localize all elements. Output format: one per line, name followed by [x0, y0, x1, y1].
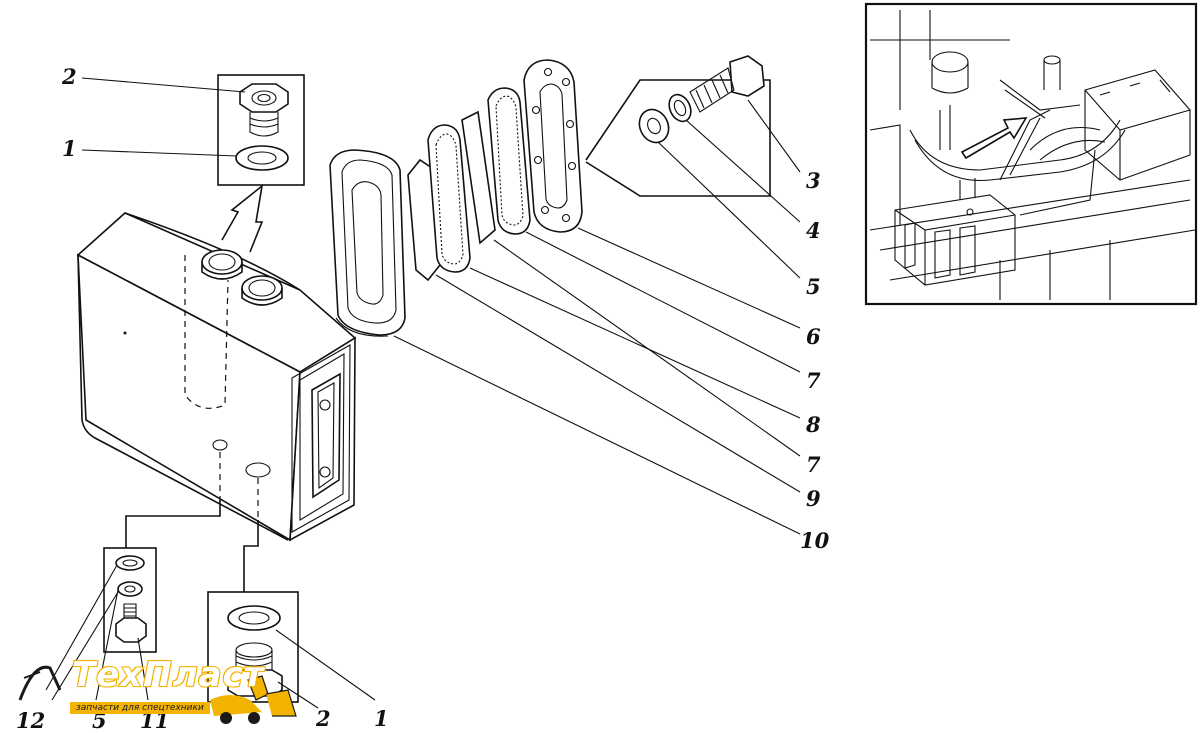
- sight-glass-assembly: [329, 59, 583, 337]
- callout-10: 10: [800, 528, 830, 553]
- callout-1-top: 1: [62, 136, 77, 161]
- logo-name: ТехПласт: [71, 655, 265, 695]
- callout-2-top: 2: [62, 64, 77, 89]
- callout-11: 11: [140, 708, 170, 733]
- callout-5-bottom: 5: [92, 708, 107, 733]
- callout-8: 8: [806, 412, 821, 437]
- drain-plug-box-left: [45, 547, 157, 701]
- callout-3: 3: [806, 168, 821, 193]
- inset-location-view: [864, 2, 1198, 306]
- leader-lines: [393, 99, 801, 535]
- callout-12: 12: [16, 708, 46, 733]
- logo-graphic: [18, 665, 297, 724]
- callout-6: 6: [806, 324, 821, 349]
- top-filler-plug-box: [81, 74, 305, 186]
- bolt-washer-group: [585, 55, 771, 197]
- callout-9: 9: [806, 486, 821, 511]
- callout-5: 5: [806, 274, 821, 299]
- brand-logo: ТехПласт запчасти для спецтехники: [14, 655, 304, 730]
- callout-2-bottom: 2: [316, 706, 331, 731]
- hydraulic-tank: [76, 184, 357, 592]
- callout-7-lower: 7: [806, 452, 821, 477]
- callout-7-upper: 7: [806, 368, 821, 393]
- logo-tagline: запчасти для спецтехники: [70, 702, 210, 714]
- callout-4: 4: [806, 218, 821, 243]
- callout-1-bottom: 1: [374, 706, 389, 731]
